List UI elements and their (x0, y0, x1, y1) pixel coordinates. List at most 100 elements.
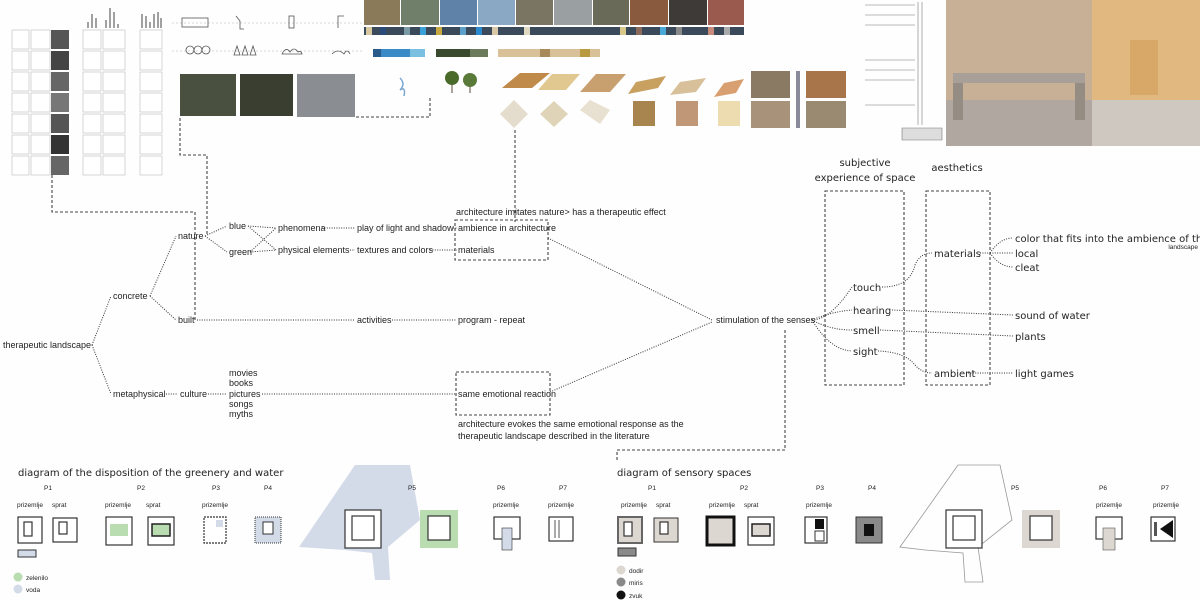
plan-label: P6 (1099, 485, 1107, 492)
aesthetics-box (925, 190, 991, 386)
node-therapeutic-landscape: therapeutic landscape (3, 340, 91, 350)
culture-item: pictures (229, 389, 261, 399)
floor-label: prizemlje (709, 502, 735, 509)
floor-label: prizemlje (548, 502, 574, 509)
culture-item: books (229, 378, 254, 388)
node-cleat: cleat (1015, 263, 1040, 274)
node-sight: sight (853, 347, 878, 358)
plan-label: P7 (559, 485, 567, 492)
node-activities: activities (357, 315, 392, 325)
building-photo-strip (364, 0, 744, 25)
legend-voda: voda (26, 587, 40, 594)
node-materials: materials (458, 245, 495, 255)
plan-label: P5 (1011, 485, 1019, 492)
emotional-reaction-box (455, 371, 551, 416)
culture-item: myths (229, 409, 254, 419)
floor-label: sprat (146, 502, 161, 509)
floor-label: prizemlje (105, 502, 131, 509)
node-stimulation-of-senses: stimulation of the senses (716, 315, 816, 325)
color-swatch-strip (364, 27, 744, 35)
greenery-water-diagram: diagram of the disposition of the greene… (13, 465, 574, 594)
node-physical-elements: physical elements (278, 245, 350, 255)
legend-dodir: dodir (629, 568, 644, 575)
heading-aesthetics: aesthetics (931, 163, 982, 174)
floor-label: sprat (656, 502, 671, 509)
node-local: local (1015, 249, 1038, 260)
legend-zelenilo: zelenilo (26, 575, 48, 582)
node-aesthetic-materials: materials (934, 249, 981, 260)
subjective-experience-box (824, 190, 905, 386)
note-imitates-nature: architecture imitates nature> has a ther… (456, 207, 666, 217)
legend-swatch-zvuk (616, 590, 626, 600)
floor-label: sprat (52, 502, 67, 509)
culture-item: movies (229, 368, 258, 378)
note-evokes-line1: architecture evokes the same emotional r… (458, 419, 684, 429)
floor-label: prizemlje (202, 502, 228, 509)
landscape-icons (172, 15, 362, 56)
plan-label: P3 (816, 485, 824, 492)
interior-photos (946, 0, 1200, 146)
plan-label: P1 (648, 485, 656, 492)
tree-links (91, 225, 1014, 395)
plan-label: P2 (137, 485, 145, 492)
node-blue: blue (229, 221, 246, 231)
node-smell: smell (853, 326, 880, 337)
node-play-of-light: play of light and shadow (357, 223, 454, 233)
node-green: green (229, 247, 252, 257)
plan-label: P4 (264, 485, 272, 492)
node-sound-of-water: sound of water (1015, 311, 1091, 322)
plan-label: P1 (44, 485, 52, 492)
palette-swatches (373, 49, 600, 57)
node-touch: touch (853, 283, 881, 294)
node-ambient: ambient (934, 369, 975, 380)
legend-swatch-voda (13, 584, 23, 594)
concept-tree: therapeutic landscape concrete metaphysi… (3, 207, 816, 441)
node-concrete: concrete (113, 291, 148, 301)
legend-zvuk: zvuk (629, 593, 643, 600)
floor-label: prizemlje (806, 502, 832, 509)
node-metaphysical: metaphysical (113, 389, 166, 399)
node-light-games: light games (1015, 369, 1074, 380)
node-color-fits: color that fits into the ambience of the (1015, 234, 1200, 245)
material-samples (500, 71, 846, 128)
tree-icon (445, 71, 459, 85)
heading-subjective: subjective (839, 158, 890, 169)
plan-label: P3 (212, 485, 220, 492)
legend-swatch-dodir (616, 565, 626, 575)
floor-plans (17, 509, 574, 558)
node-culture: culture (180, 389, 207, 399)
node-hearing: hearing (853, 306, 891, 317)
floor-plans (617, 509, 1176, 557)
floor-label: prizemlje (621, 502, 647, 509)
floor-label: sprat (744, 502, 759, 509)
sensory-spaces-diagram: diagram of sensory spaces P1 P2 P3 P4 P5… (616, 464, 1179, 600)
floor-label: prizemlje (17, 502, 43, 509)
legend-miris: miris (629, 580, 643, 587)
dashed-connectors (51, 98, 991, 462)
node-phenomena: phenomena (278, 223, 326, 233)
site-outline-shape (899, 464, 1013, 583)
diagram-title: diagram of sensory spaces (617, 468, 751, 479)
diagram-title: diagram of the disposition of the greene… (18, 468, 284, 479)
legend-swatch-miris (616, 577, 626, 587)
node-same-emotional-reaction: same emotional reaction (458, 389, 556, 399)
node-nature: nature (178, 231, 204, 241)
site-photos (180, 71, 477, 117)
legend-swatch-zelenilo (13, 572, 23, 582)
plan-label: P7 (1161, 485, 1169, 492)
senses-tree: subjective experience of space aesthetic… (815, 158, 1200, 380)
note-evokes-line2: therapeutic landscape described in the l… (458, 431, 650, 441)
node-program-repeat: program - repeat (458, 315, 526, 325)
plan-label: P5 (408, 485, 416, 492)
node-plants: plants (1015, 332, 1046, 343)
culture-item: songs (229, 399, 254, 409)
node-built: built (178, 315, 195, 325)
water-splash-icon (399, 77, 406, 97)
plan-label: P4 (868, 485, 876, 492)
heading-experience-of-space: experience of space (815, 173, 916, 184)
node-landscape: landscape (1168, 244, 1198, 251)
floor-label: prizemlje (1153, 502, 1179, 509)
floor-label: prizemlje (493, 502, 519, 509)
